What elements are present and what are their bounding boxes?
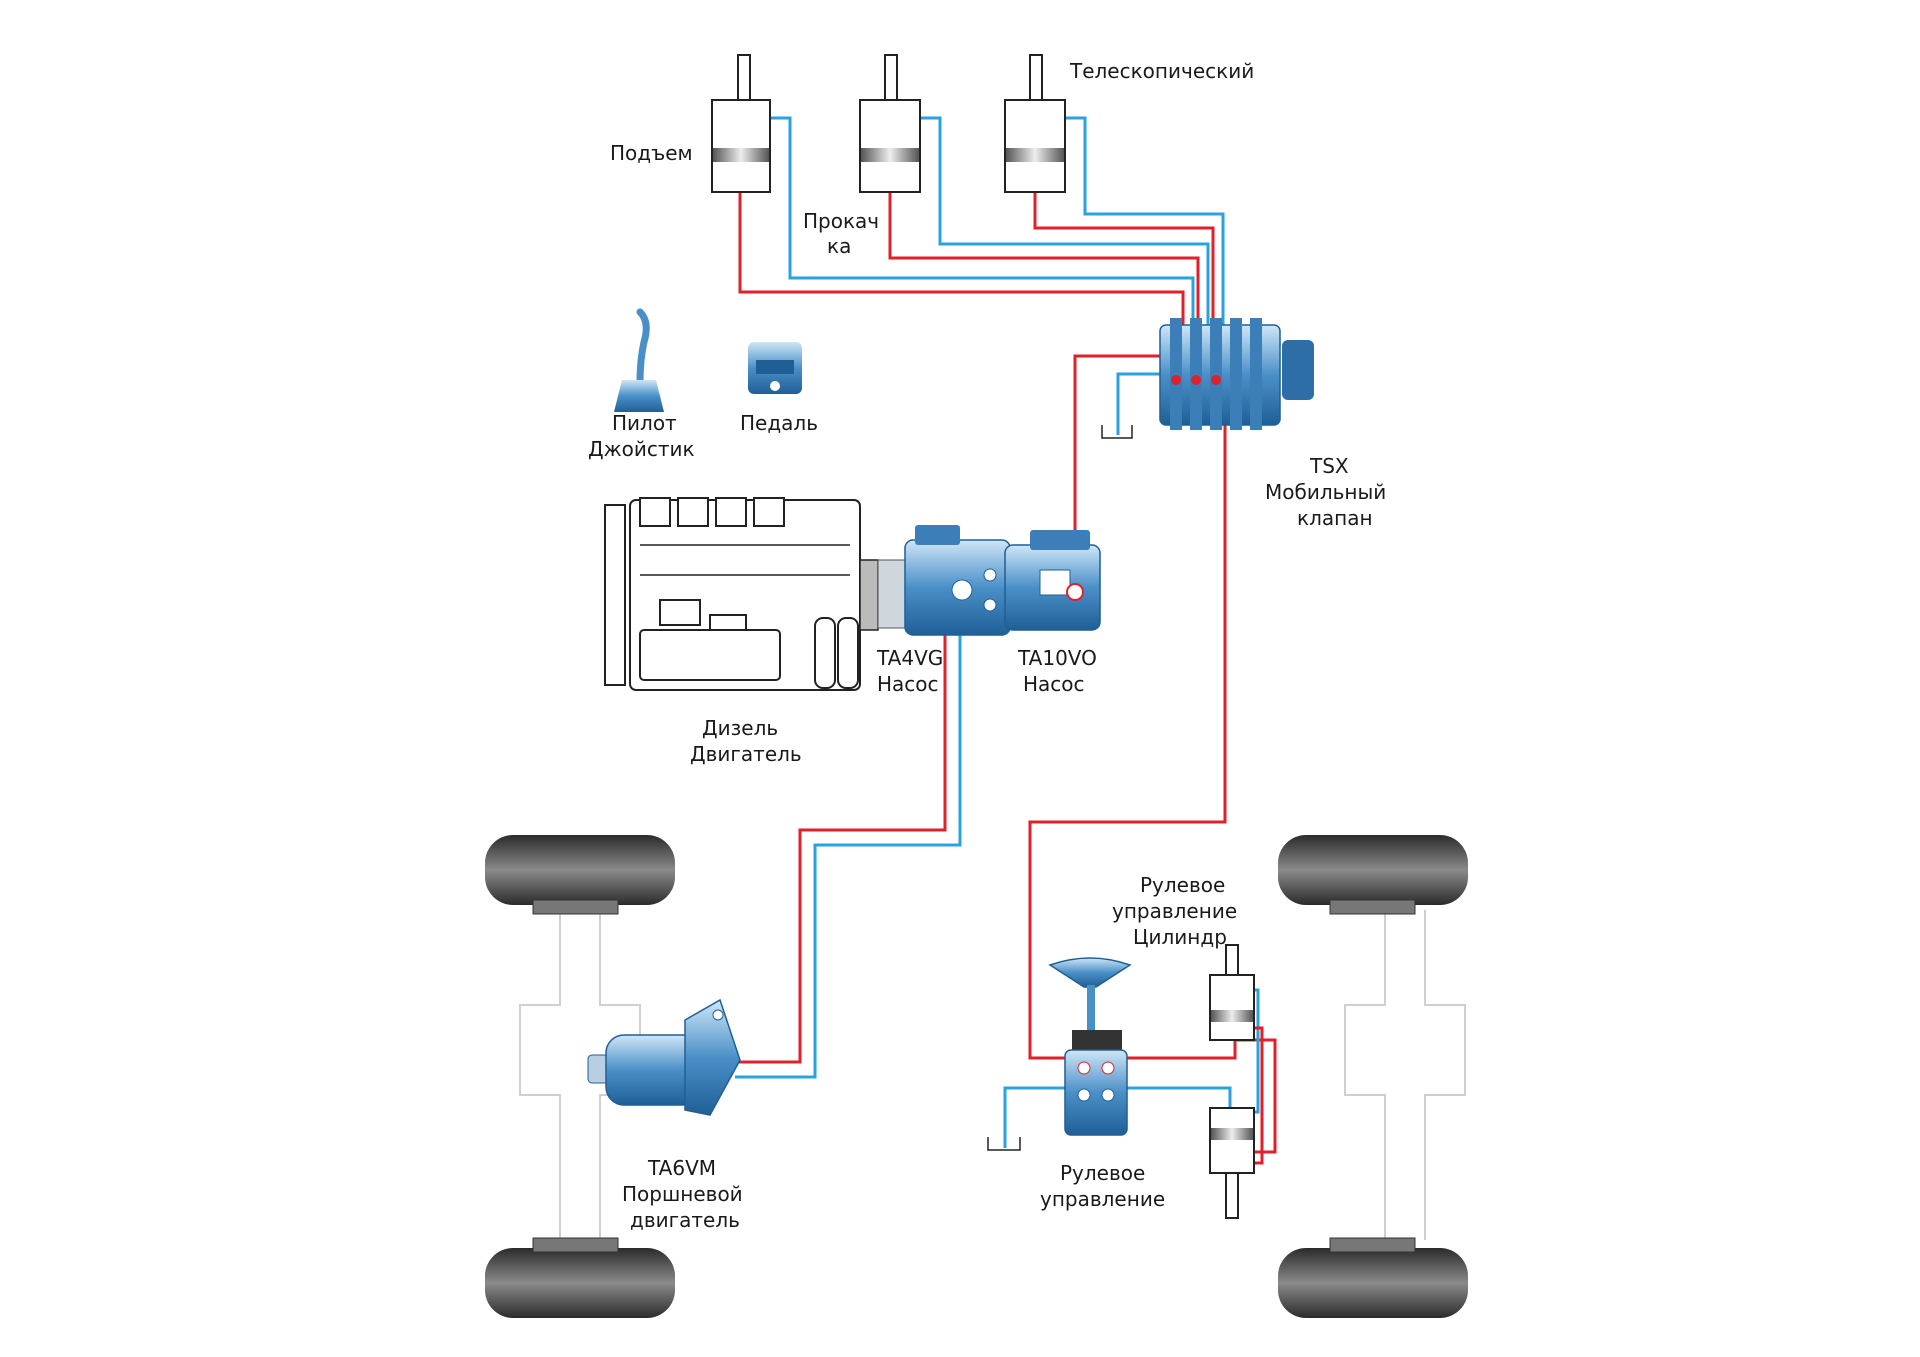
pedal-label: Педаль — [740, 411, 818, 435]
ta4vg-pump — [877, 525, 1011, 636]
pedal-icon — [748, 342, 802, 394]
tilt-cylinder — [859, 54, 921, 193]
valve-tank-symbol — [1101, 425, 1133, 439]
ta4vg-label-line1: TA4VG — [876, 646, 943, 670]
steering-supply-line — [1028, 420, 1227, 1060]
labels: Подъем Прокач ка Телескопический Пилот Д… — [588, 59, 1386, 1232]
ta6vm-piston-motor — [587, 998, 741, 1116]
valve-label-line3: клапан — [1297, 506, 1373, 530]
ta6vm-label-line2: Поршневой — [622, 1182, 743, 1206]
telescopic-cylinder — [1004, 54, 1066, 193]
steer-cyl-label-line2: управление — [1112, 899, 1237, 923]
ta10vo-label-line2: Насос — [1023, 672, 1085, 696]
steering-tank-line — [1003, 1086, 1075, 1148]
ta10vo-label-line1: TA10VO — [1017, 646, 1097, 670]
lift-label: Подъем — [610, 141, 693, 165]
steering-unit — [1048, 957, 1132, 1136]
telescopic-label: Телескопический — [1069, 59, 1254, 83]
ta4vg-label-line2: Насос — [877, 672, 939, 696]
tsx-mobile-valve — [1159, 318, 1314, 430]
steering-label-line2: управление — [1040, 1187, 1165, 1211]
tire-rear-right — [1278, 1237, 1468, 1318]
valve-label-line1: TSX — [1309, 454, 1349, 478]
lift-pressure-line — [738, 190, 1185, 340]
ta6vm-label-line3: двигатель — [630, 1208, 740, 1232]
steer-cyl-label-line1: Рулевое — [1140, 873, 1225, 897]
tire-front-left — [485, 835, 675, 915]
steer-cyl-label-line3: Цилиндр — [1133, 925, 1227, 949]
tilt-label-line1: Прокач — [803, 209, 879, 233]
engine-label-line1: Дизель — [702, 716, 778, 740]
tilt-pressure-line — [888, 190, 1200, 340]
lift-return-line — [770, 116, 1195, 340]
ta6vm-label-line1: TA6VM — [647, 1156, 716, 1180]
steering-cylinder-upper — [1209, 944, 1255, 1041]
valve-label-line2: Мобильный — [1265, 480, 1386, 504]
engine-label-line2: Двигатель — [690, 742, 802, 766]
tire-rear-left — [485, 1237, 675, 1318]
tire-front-right — [1278, 835, 1468, 915]
chassis-outline — [519, 910, 1466, 1240]
diesel-engine — [604, 497, 879, 691]
pilot-joystick-label-line2: Джойстик — [588, 437, 695, 461]
lift-cylinder — [711, 54, 771, 193]
telescopic-pressure-line — [1033, 190, 1215, 340]
steering-cylinder-lower — [1209, 1107, 1255, 1219]
pilot-joystick-label-line1: Пилот — [612, 411, 677, 435]
steering-label-line1: Рулевое — [1060, 1161, 1145, 1185]
tilt-label-line2: ка — [827, 234, 851, 258]
motor-pressure-line — [735, 630, 947, 1064]
motor-return-line — [735, 630, 962, 1079]
valve-supply-line — [1073, 354, 1165, 590]
ta10vo-pump — [1004, 530, 1101, 631]
steering-tank-symbol — [987, 1137, 1021, 1151]
tilt-return-line — [920, 116, 1210, 340]
telescopic-return-line — [1065, 116, 1225, 340]
pilot-joystick-icon — [614, 308, 664, 412]
valve-tank-line — [1116, 372, 1165, 435]
